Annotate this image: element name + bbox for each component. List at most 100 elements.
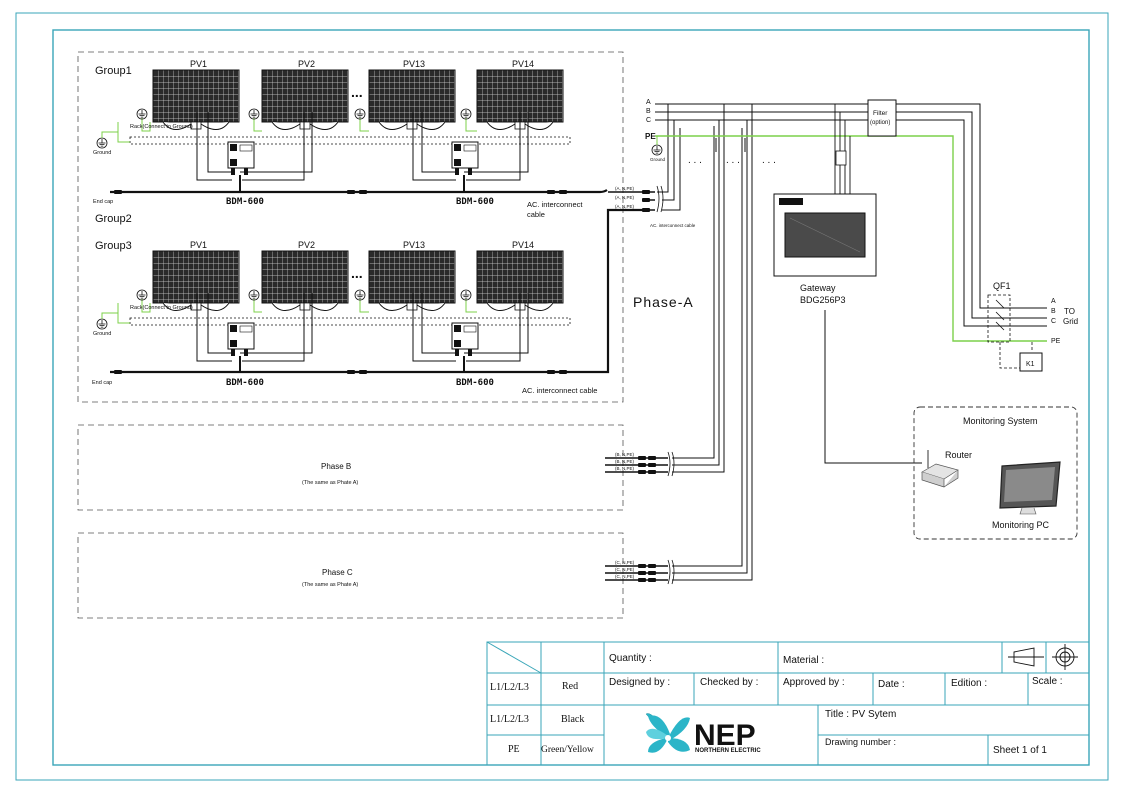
out-a-label: A [1051,298,1056,305]
gateway-logo-icon [779,198,803,205]
pv-panel [368,250,456,312]
to-grid-label: Grid [1063,317,1078,326]
rack-label: Rack(Connect to Ground) [130,305,193,311]
ac-cable-small-label: AC. interconnect cable [650,223,696,228]
connector-icon [347,370,355,374]
panel-label: PV13 [403,59,425,69]
legend-code: PE [508,744,520,755]
end-cap-label: End cap [93,199,113,205]
monitoring-system-box [913,406,1078,540]
phase-b-note: (The same as Phate A) [302,480,358,486]
ground-icon [136,289,148,301]
bus-a-label: A [646,99,651,106]
end-cap-icon [114,370,122,374]
drawing-number-label: Drawing number : [825,737,896,747]
wire-label: (B, N,PE) [615,452,635,457]
sheet-label: Sheet 1 of 1 [993,745,1047,756]
inverter-label: BDM-600 [226,378,264,388]
filter-box [867,99,897,137]
panel-label: PV2 [298,59,315,69]
inverter-label: BDM-600 [456,378,494,388]
scale-label: Scale : [1032,676,1063,687]
bus-dots: . . . [688,155,702,166]
pv-panel [152,69,240,131]
ac-cable-label: AC. interconnect cable [522,386,597,395]
phase-c-note: (The same as Phate A) [302,582,358,588]
ground-icon [248,289,260,301]
out-pe-label: PE [1051,338,1061,345]
projection-symbol-icon [1008,644,1078,670]
approved-by-label: Approved by : [783,677,845,688]
ground-icon [136,108,148,120]
group3-panels: PV1 PV2 ... PV13 PV14 [152,240,564,312]
phase-a-junction: (A, N,PE) (A, N,PE) (A, N,PE) AC. interc… [608,185,696,228]
gateway-model: BDG256P3 [800,295,846,305]
end-cap-label: End cap [92,380,112,386]
ground-icon [460,108,472,120]
inverter-label: BDM-600 [456,197,494,207]
filter-label: Filter [873,110,888,117]
connector-icon [559,190,567,194]
ac-trunk [110,189,608,194]
end-cap-icon [114,190,122,194]
ground-icon [651,144,663,156]
out-b-label: B [1051,308,1056,315]
phase-c-label: Phase C [322,568,353,577]
ac-cable-label: cable [527,210,545,219]
gateway-screen [784,212,866,258]
connector-icon [359,370,367,374]
panel-label: PV14 [512,59,534,69]
bus-a [655,103,1047,309]
ground-icon [96,137,108,149]
legend-code: L1/L2/L3 [490,682,529,693]
bus-pe-label: PE [645,132,656,141]
group2-label: Group2 [95,213,132,225]
title-label: Title : PV Sytem [825,709,896,720]
legend-color: Black [561,714,584,725]
pv-panel [368,69,456,131]
panel-label: PV1 [190,59,207,69]
group1-panels: PV1 PV2 ... PV13 PV14 [152,59,564,131]
microinverter [451,322,479,357]
panel-label: PV13 [403,240,425,250]
inverter-label: BDM-600 [226,197,264,207]
to-grid-label: TO [1064,307,1075,316]
k1-relay [1019,352,1043,372]
phase-b-label: Phase B [321,462,351,471]
quantity-label: Quantity : [609,653,652,664]
phase-a-area [77,51,624,403]
group1-label: Group1 [95,65,132,77]
k1-label: K1 [1026,361,1035,368]
legend-color: Green/Yellow [541,745,594,755]
logo-text: NEP [694,719,756,752]
bus-b [655,111,1047,319]
panel-label: PV14 [512,240,534,250]
ground-label: Ground [93,150,111,156]
phase-a-label: Phase-A [633,294,694,310]
material-label: Material : [783,655,824,666]
legend-code: L1/L2/L3 [490,714,529,725]
bus-dots: . . . [726,155,740,166]
ground-icon [248,108,260,120]
connector-icon [359,190,367,194]
wire-label: (C, N,PE) [615,560,635,565]
pv-panel [152,250,240,312]
connector-icon [559,370,567,374]
legend-color: Red [562,681,578,692]
gateway-cable [824,310,922,464]
ground-icon [354,289,366,301]
bus-c [655,119,1047,327]
phase-c-junction: (C, N,PE) (C, N,PE) (C, N,PE) [605,559,675,585]
phase-c-area [77,532,624,619]
wire-label: (C, N,PE) [615,567,635,572]
monitoring-pc-icon [999,461,1061,515]
wire-label: (B, N,PE) [615,459,635,464]
title-block [486,641,1090,766]
ground-label: Ground [650,157,666,162]
microinverter [451,141,479,176]
wire-label: (A, N,PE) [615,195,635,200]
connector-icon [347,190,355,194]
ground-icon [460,289,472,301]
nep-logo-icon [645,713,690,753]
